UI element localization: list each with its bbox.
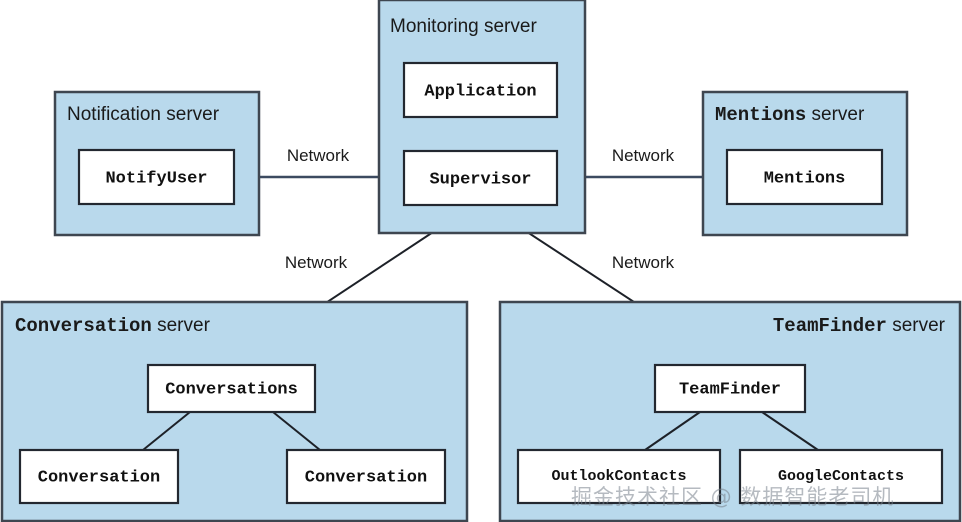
network-label-bottom-right: Network (612, 253, 675, 272)
network-label-right: Network (612, 146, 675, 165)
teamfinder-node-box[interactable] (653, 363, 807, 414)
notifyuser-node-box[interactable] (77, 148, 236, 206)
network-label-bottom-left: Network (285, 253, 348, 272)
notifyuser-node-label: NotifyUser (105, 169, 207, 188)
mentions-node-box[interactable] (725, 148, 884, 206)
conversation-left-node-label: Conversation (38, 468, 160, 487)
googlecontacts-node-label: GoogleContacts (778, 468, 904, 485)
monitoring-server-title-plain: Monitoring server (390, 16, 537, 37)
network-label-left: Network (287, 146, 350, 165)
conversation-server-title-mono: Conversation (15, 315, 152, 337)
monitoring-server-title: Monitoring server (390, 16, 537, 37)
googlecontacts-node-box[interactable] (738, 448, 944, 505)
conversation-left-node-box[interactable] (18, 448, 180, 505)
conversation-right-node-box[interactable] (285, 448, 447, 505)
notification-server-title-plain: Notification server (67, 104, 220, 125)
teamfinder-node-label: TeamFinder (679, 380, 781, 399)
teamfinder-server-title-mono: TeamFinder (773, 315, 887, 337)
conversation-server-title-plain: server (152, 315, 211, 336)
link-teamfinder-outlook (644, 411, 701, 451)
outlookcontacts-node-box[interactable] (516, 448, 722, 505)
link-conversations-left (142, 411, 191, 451)
conversation-server-group[interactable]: Conversation server Conversations Conver… (0, 300, 469, 522)
monitoring-server-group[interactable]: Monitoring server Application Supervisor (377, 0, 587, 235)
supervisor-node-box[interactable] (402, 149, 559, 207)
teamfinder-server-group[interactable]: TeamFinder server TeamFinder OutlookCont… (498, 300, 962, 522)
application-node-label: Application (424, 82, 536, 101)
teamfinder-server-title: TeamFinder server (773, 315, 946, 337)
mentions-server-title-mono: Mentions (715, 104, 806, 126)
conversations-node-label: Conversations (165, 380, 298, 399)
link-teamfinder-google (761, 411, 819, 451)
notification-server-title: Notification server (67, 104, 220, 125)
conversation-server-title: Conversation server (15, 315, 211, 337)
mentions-server-group[interactable]: Mentions server Mentions (701, 90, 909, 237)
mentions-server-title-plain: server (806, 104, 865, 125)
conversations-node-box[interactable] (146, 363, 317, 414)
notification-server-group[interactable]: Notification server NotifyUser (53, 90, 261, 237)
supervisor-node-label: Supervisor (429, 170, 531, 189)
application-node-box[interactable] (402, 61, 559, 119)
conversation-right-node-label: Conversation (305, 468, 427, 487)
outlookcontacts-node-label: OutlookContacts (551, 468, 686, 485)
mentions-node-label: Mentions (764, 169, 846, 188)
mentions-server-title: Mentions server (715, 104, 865, 126)
teamfinder-server-title-plain: server (887, 315, 946, 336)
link-conversations-right (272, 411, 321, 451)
